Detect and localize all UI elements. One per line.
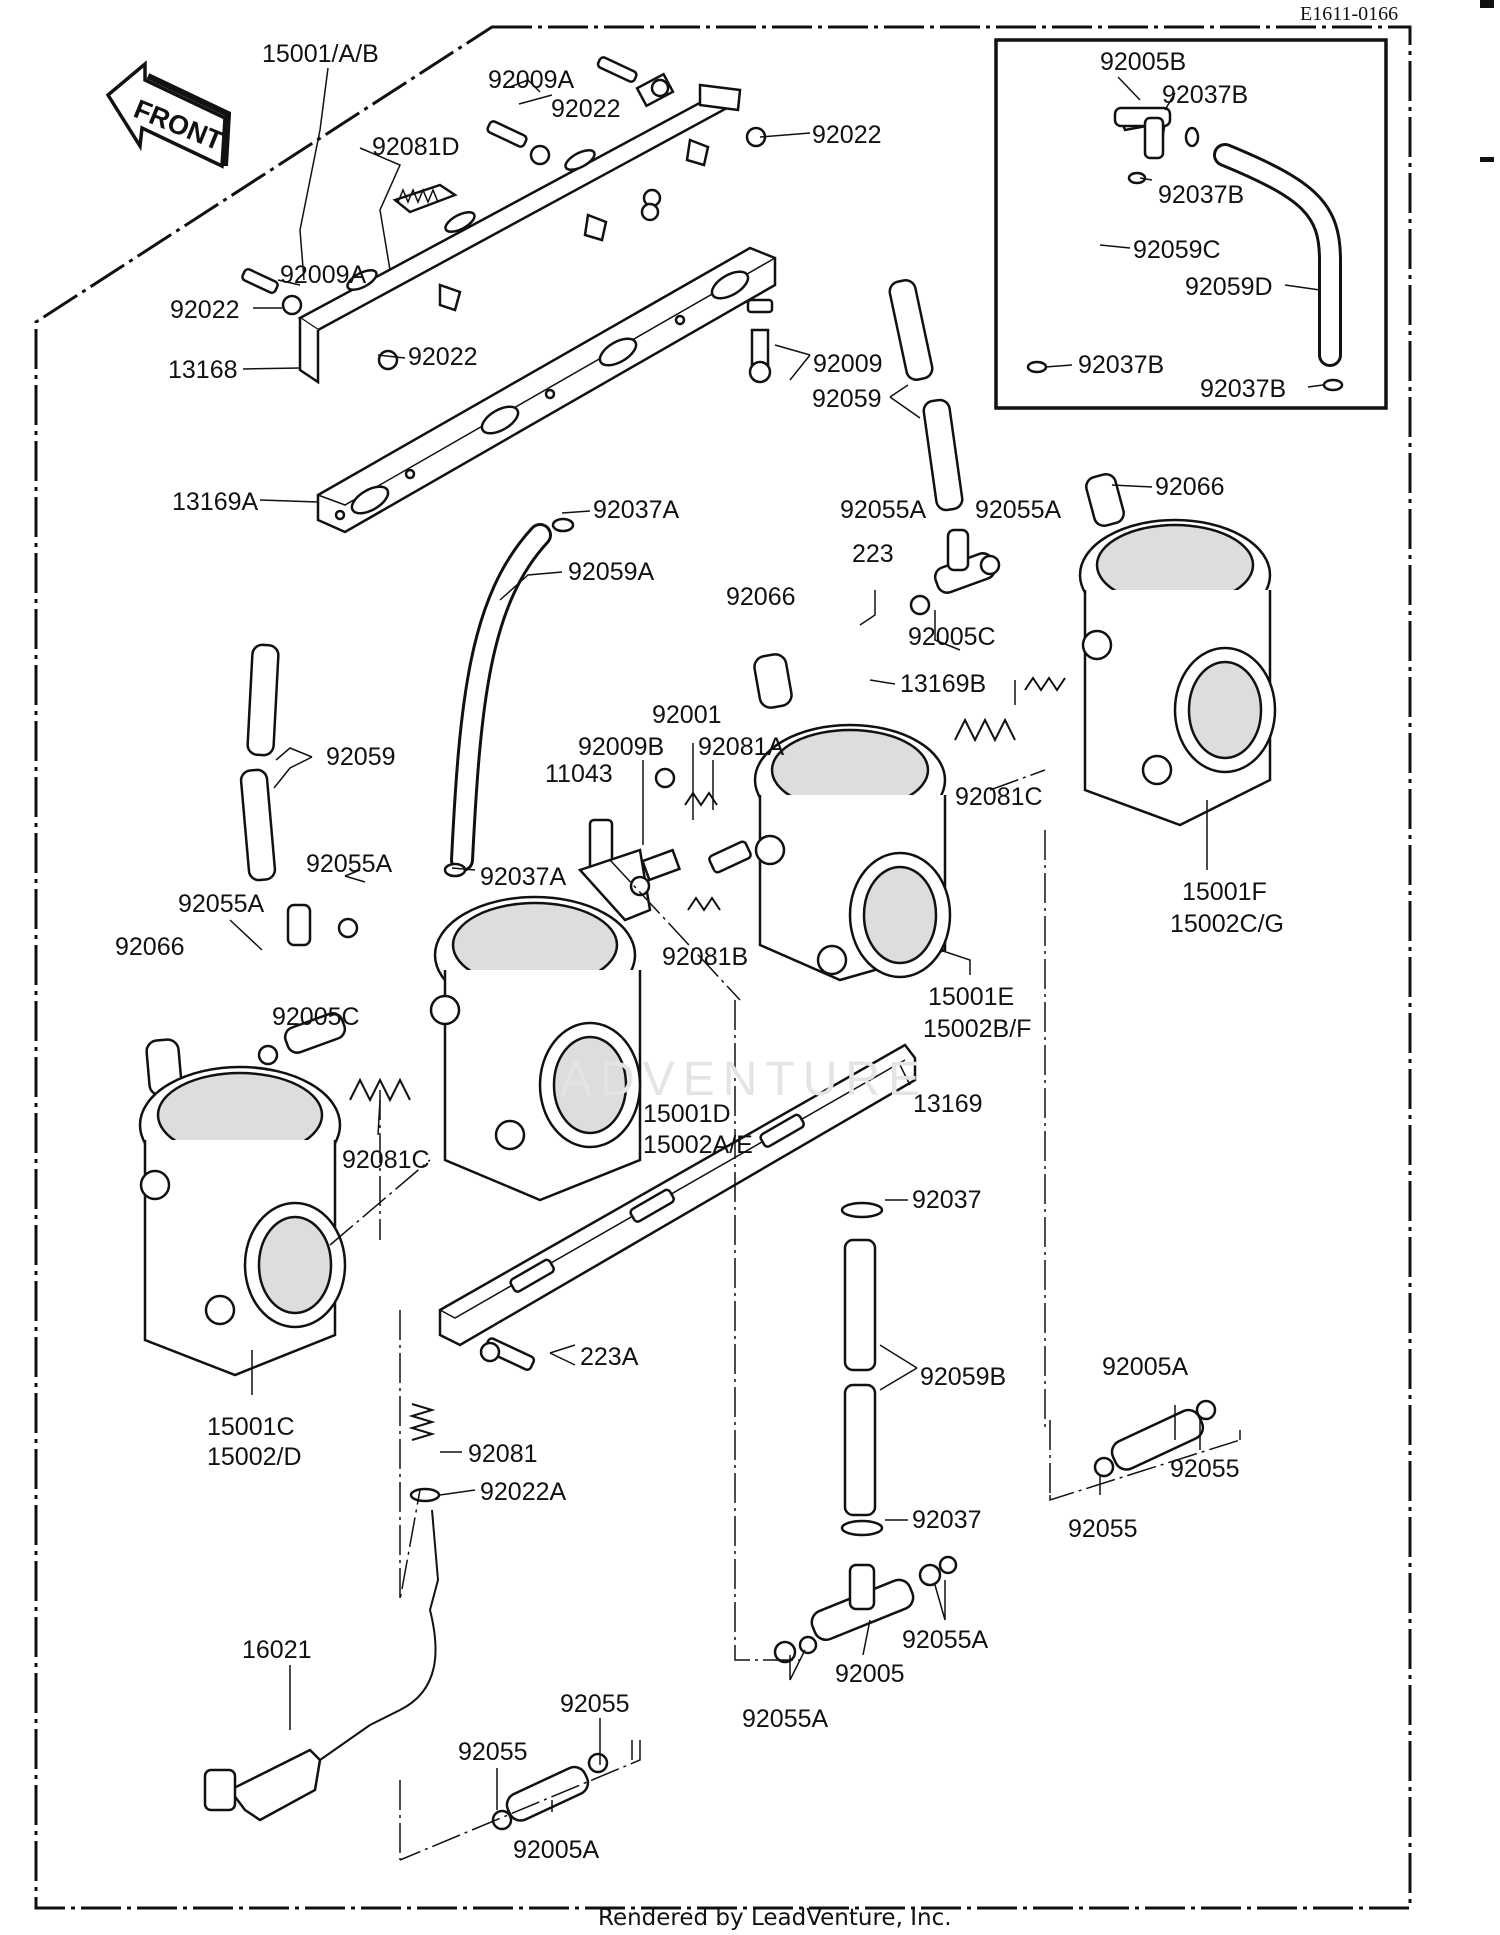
label-16021: 16021 — [242, 1636, 312, 1664]
carburetor-15001D — [429, 895, 642, 1202]
inset-box — [994, 38, 1388, 410]
dashed-guide-lines — [329, 769, 1241, 1861]
label-223: 223 — [852, 540, 894, 568]
label-92081: 92081 — [468, 1440, 538, 1468]
label-92081a: 92081A — [698, 733, 785, 761]
springs — [349, 676, 1066, 1503]
inset-hoses — [1015, 106, 1344, 392]
label-92059b: 92059B — [920, 1363, 1006, 1391]
label-15001f: 15001F — [1182, 878, 1267, 906]
label-92081c-right: 92081C — [955, 783, 1043, 811]
label-92055a-b2: 92055A — [742, 1705, 829, 1733]
label-92022-mid: 92022 — [408, 343, 478, 371]
cable-16021 — [203, 1509, 440, 1822]
label-inset-92037b-3: 92037B — [1078, 351, 1164, 379]
label-92081d: 92081D — [372, 133, 460, 161]
margin-tick-top — [1480, 0, 1494, 8]
label-92037a-top: 92037A — [593, 496, 680, 524]
part-labels: 15001/A/B 92009A 92022 92022 92081D 9200… — [115, 40, 1286, 1864]
label-92009: 92009 — [813, 350, 883, 378]
label-92081c-left: 92081C — [342, 1146, 430, 1174]
label-inset-92059d: 92059D — [1185, 273, 1273, 301]
label-13169a: 13169A — [172, 488, 259, 516]
label-92001: 92001 — [652, 701, 722, 729]
label-92055-b2: 92055 — [458, 1738, 528, 1766]
label-15002b-f: 15002B/F — [923, 1015, 1031, 1043]
label-92059-left: 92059 — [326, 743, 396, 771]
label-92066-mid: 92066 — [726, 583, 796, 611]
label-92055a-tr2: 92055A — [975, 496, 1062, 524]
label-inset-92059c: 92059C — [1133, 236, 1221, 264]
mounting-plate-13169A — [316, 246, 777, 534]
label-92055a-tr1: 92055A — [840, 496, 927, 524]
label-92005a-right: 92005A — [1102, 1353, 1189, 1381]
hoses — [145, 279, 1125, 1537]
label-13169b: 13169B — [900, 670, 986, 698]
linkage-11043 — [577, 767, 752, 922]
label-15002-d: 15002/D — [207, 1443, 302, 1471]
carburetor-15001F — [1078, 518, 1277, 827]
label-inset-92005b: 92005B — [1100, 48, 1186, 76]
label-inset-92037b-1: 92037B — [1162, 81, 1248, 109]
label-92022a: 92022A — [480, 1478, 567, 1506]
watermark: ADVENTURE — [560, 1053, 928, 1106]
label-92009b: 92009B — [578, 733, 664, 761]
label-15001-a-b: 15001/A/B — [262, 40, 379, 68]
label-15001c: 15001C — [207, 1413, 295, 1441]
label-92059-top: 92059 — [812, 385, 882, 413]
label-92009a-left: 92009A — [280, 261, 367, 289]
carburetor-15001C — [138, 1065, 347, 1377]
diagram-code: E1611-0166 — [1300, 3, 1398, 25]
label-92066-tr: 92066 — [1155, 473, 1225, 501]
label-13168: 13168 — [168, 356, 238, 384]
label-92005a-bottom: 92005A — [513, 1836, 600, 1864]
front-arrow-icon: FRONT — [105, 60, 232, 169]
label-92059a: 92059A — [568, 558, 655, 586]
label-223a: 223A — [580, 1343, 639, 1371]
label-inset-92037b-4: 92037B — [1200, 375, 1286, 403]
margin-tick-mid — [1480, 157, 1494, 162]
label-92055a-l1: 92055A — [306, 850, 393, 878]
label-15001e: 15001E — [928, 983, 1014, 1011]
fasteners-top — [241, 56, 774, 384]
label-92055a-b1: 92055A — [902, 1626, 989, 1654]
fittings — [257, 528, 1217, 1831]
label-15002a-e: 15002A/E — [643, 1131, 753, 1159]
label-92022-top1: 92022 — [551, 95, 621, 123]
label-92037-1: 92037 — [912, 1186, 982, 1214]
label-15002c-g: 15002C/G — [1170, 910, 1284, 938]
label-92055a-l2: 92055A — [178, 890, 265, 918]
label-92005c-right: 92005C — [908, 623, 996, 651]
label-15001d: 15001D — [643, 1100, 731, 1128]
label-13169: 13169 — [913, 1090, 983, 1118]
label-92009a-top: 92009A — [488, 66, 575, 94]
label-92081b: 92081B — [662, 943, 748, 971]
leader-lines — [229, 67, 1324, 1812]
mounting-plate-13169 — [438, 1043, 917, 1371]
label-92055-r2: 92055 — [1068, 1515, 1138, 1543]
label-92055-r1: 92055 — [1170, 1455, 1240, 1483]
label-92055-b1: 92055 — [560, 1690, 630, 1718]
label-92005: 92005 — [835, 1660, 905, 1688]
footer-credit: Rendered by LeadVenture, Inc. — [598, 1905, 952, 1931]
label-92037a-mid: 92037A — [480, 863, 567, 891]
diagram-border — [34, 25, 1412, 1910]
label-92066-left: 92066 — [115, 933, 185, 961]
label-92037-2: 92037 — [912, 1506, 982, 1534]
label-11043: 11043 — [545, 760, 613, 788]
label-92005c-left: 92005C — [272, 1003, 360, 1031]
label-inset-92037b-2: 92037B — [1158, 181, 1244, 209]
label-92022-top2: 92022 — [812, 121, 882, 149]
label-92022-left: 92022 — [170, 296, 240, 324]
carburetor-15001E — [753, 723, 952, 982]
